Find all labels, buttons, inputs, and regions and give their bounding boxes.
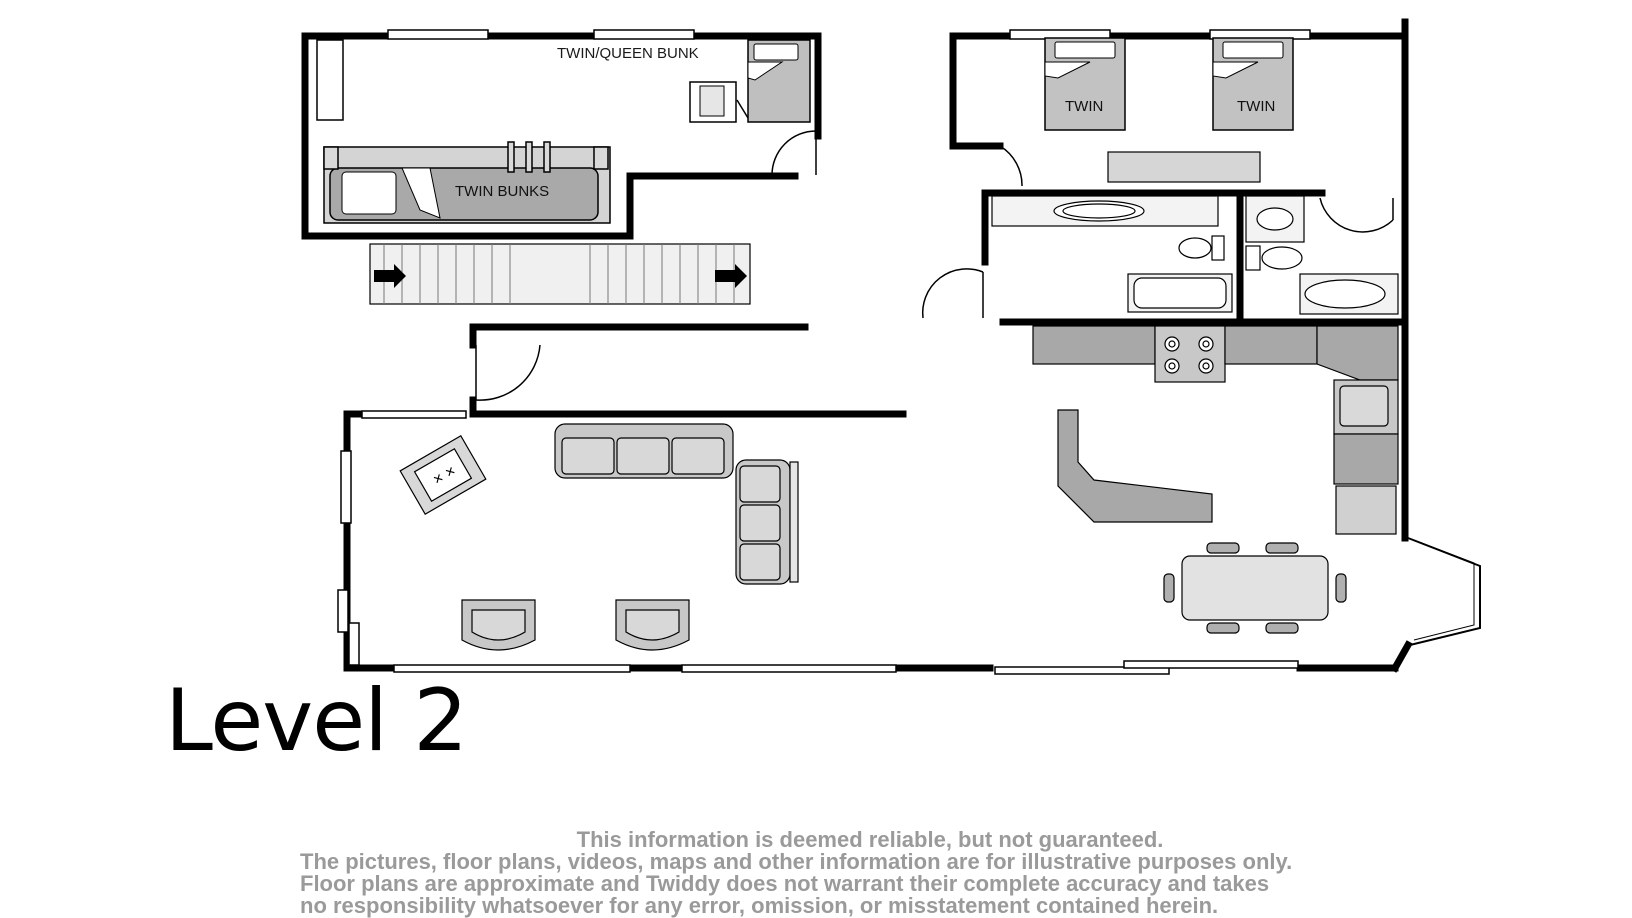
corner-counter [1316, 325, 1399, 381]
dresser [316, 39, 344, 121]
level-title: Level 2 [165, 671, 468, 771]
disclaimer-line-3: Floor plans are approximate and Twiddy d… [300, 871, 1270, 896]
doors [475, 130, 1394, 401]
dining-chair [1265, 542, 1299, 554]
coffee-table: ✕ ✕ [399, 435, 487, 515]
dining-chair [1206, 622, 1240, 634]
dresser [1107, 151, 1261, 183]
windows [337, 29, 1481, 675]
kitchen-island [1057, 409, 1213, 523]
bunk-room: TWIN/QUEEN BUNK TWIN BUNKS [316, 39, 811, 224]
stair-arrow-icon [715, 264, 747, 288]
twin-bunks-bed [329, 167, 599, 221]
dining-chair [1163, 573, 1175, 603]
refrigerator [1335, 485, 1397, 535]
dining-chair [1265, 622, 1299, 634]
sink-icon [1339, 385, 1389, 427]
twin-bunks-label: TWIN BUNKS [455, 183, 549, 200]
sink-icon [1256, 207, 1294, 231]
disclaimer-line-2: The pictures, floor plans, videos, maps … [300, 849, 1293, 874]
stair-arrow-icon [374, 264, 406, 288]
disclaimer-line-1: This information is deemed reliable, but… [576, 827, 1164, 852]
twin-room-left-wall [949, 32, 1004, 150]
bathrooms [991, 195, 1399, 315]
bunk-room-wall [301, 32, 799, 240]
counter [1032, 325, 1156, 365]
disclaimer: This information is deemed reliable, but… [300, 829, 1440, 917]
hall-wall [469, 323, 809, 349]
dining-chair [1206, 542, 1240, 554]
twin-room: TWIN TWIN [1044, 37, 1294, 183]
twin-bed-1-label: TWIN [1065, 98, 1103, 115]
toilet-icon [1178, 237, 1212, 259]
dining-table [1181, 555, 1329, 621]
bath-top-wall [981, 189, 1326, 266]
pillow [753, 43, 799, 61]
dining-chair [1335, 573, 1347, 603]
kitchen [1032, 325, 1399, 634]
staircase [369, 243, 751, 305]
living-room: ✕ ✕ [399, 423, 799, 651]
twin-bed-2-label: TWIN [1237, 98, 1275, 115]
twin-queen-bunk-label: TWIN/QUEEN BUNK [557, 45, 699, 62]
disclaimer-line-4: no responsibility whatsoever for any err… [300, 893, 1219, 918]
pillow [341, 171, 397, 215]
toilet-icon [1261, 246, 1303, 270]
stove [1154, 325, 1226, 383]
